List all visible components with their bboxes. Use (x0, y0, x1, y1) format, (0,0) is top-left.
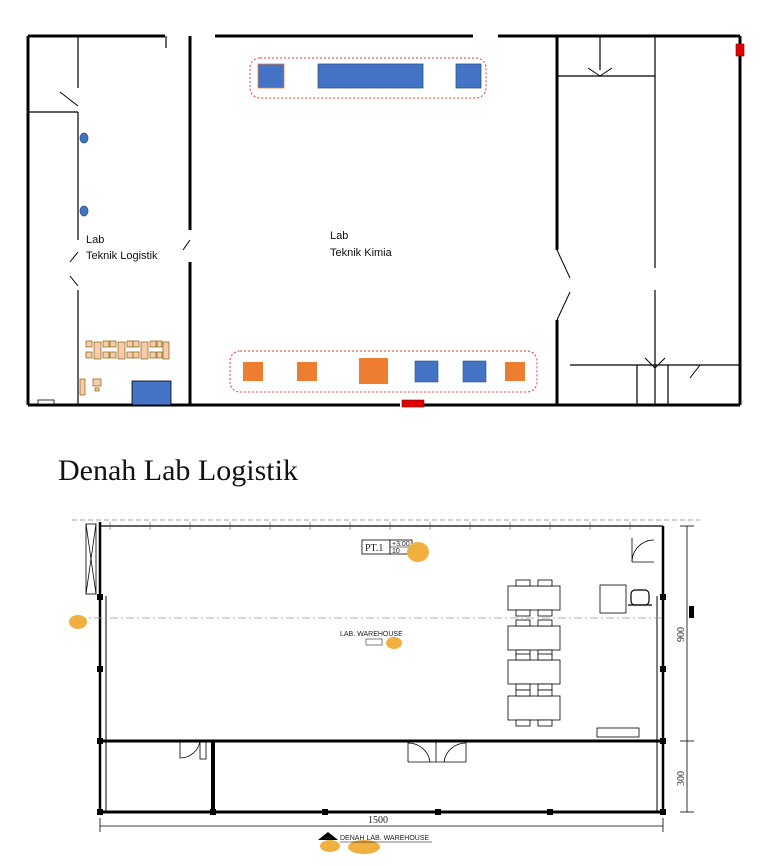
equipment-block (505, 362, 525, 381)
room-label-logistik-line1: Lab (86, 234, 104, 246)
floor-marker (37, 399, 55, 405)
equipment-block (462, 360, 487, 383)
level-tag: PT.1 +3.00 10 (361, 539, 413, 555)
forklift-icon (628, 589, 652, 606)
tag-value-top: +3.00 (392, 541, 410, 548)
partition-walls (28, 36, 740, 405)
tag-value-bottom: 10 (392, 548, 400, 555)
equipment-block (317, 63, 424, 89)
warehouse-floor-plan: PT.1 +3.00 10 LAB. WAREHOUSE 1500 900 30… (69, 519, 700, 854)
desk-cluster (79, 340, 170, 396)
door-swing (179, 740, 467, 763)
tag-code: PT.1 (365, 543, 383, 554)
equipment-group-outline (249, 57, 487, 99)
equipment-group-outline (229, 350, 538, 393)
equipment-block (455, 63, 482, 89)
outer-walls (98, 522, 665, 814)
dimension-width: 1500 (368, 815, 388, 826)
table-set (507, 579, 640, 738)
dimension-height-lower: 300 (676, 771, 687, 786)
room-label-kimia-line1: Lab (330, 230, 348, 242)
side-window (85, 523, 97, 595)
red-door-marker (735, 43, 745, 57)
outer-walls (26, 34, 742, 407)
caption-arrow-icon (318, 832, 338, 840)
equipment-block (131, 380, 172, 406)
wall-fixture-icon (79, 132, 89, 144)
door-swing (631, 538, 655, 563)
equipment-block (297, 362, 317, 381)
equipment-block (414, 360, 439, 383)
wall-fixture-icon (79, 205, 89, 217)
room-label-logistik-line2: Teknik Logistik (86, 250, 158, 262)
room-label-tag (365, 638, 383, 646)
section-heading: Denah Lab Logistik (58, 454, 298, 487)
room-label: LAB. WAREHOUSE (340, 631, 403, 638)
red-door-marker (401, 399, 425, 408)
equipment-block (257, 63, 285, 89)
equipment-block (359, 358, 388, 384)
dimension-height-upper: 900 (676, 627, 687, 642)
column-markers (97, 594, 694, 815)
top-floor-plan: Lab Teknik Logistik Lab Teknik Kimia (26, 34, 745, 408)
dimension-lines (99, 525, 694, 832)
window-marks (109, 522, 631, 530)
equipment-block (243, 362, 263, 381)
plan-caption: DENAH LAB. WAREHOUSE (340, 835, 430, 842)
marker-icons (69, 542, 429, 854)
room-label-kimia-line2: Teknik Kimia (330, 247, 393, 259)
